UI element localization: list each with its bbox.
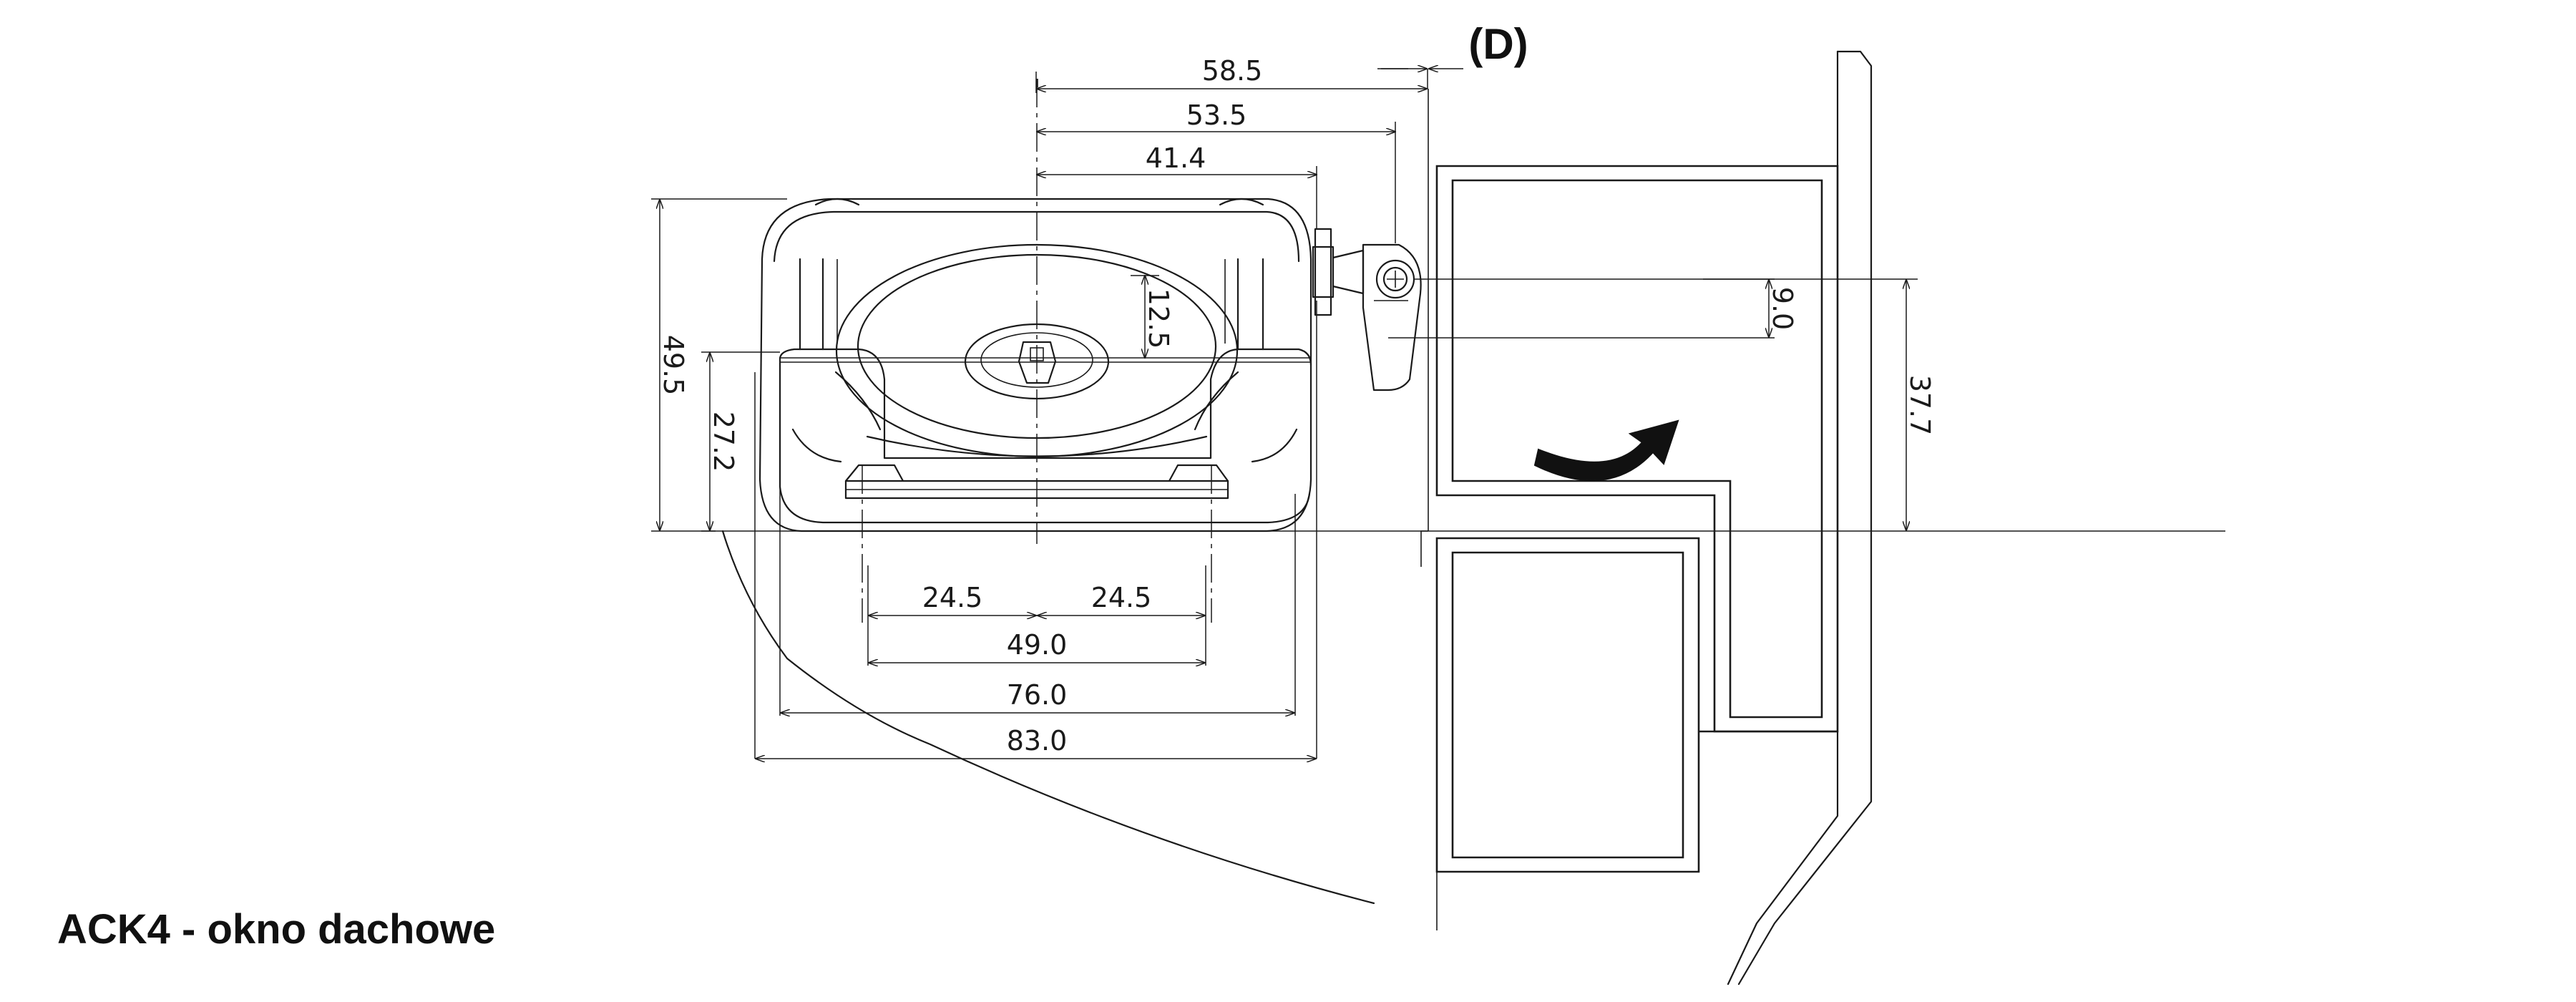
sensor-housing — [758, 198, 1312, 532]
dim-9-0: 9.0 — [1767, 287, 1798, 330]
dim-12-5: 12.5 — [1143, 288, 1174, 349]
centre-lines — [651, 79, 2225, 623]
dim-41-4: 41.4 — [1146, 142, 1206, 174]
dim-24-5-right: 24.5 — [1091, 582, 1152, 613]
dim-83-0: 83.0 — [1007, 725, 1068, 757]
dim-27-2: 27.2 — [708, 412, 739, 472]
dimension-lines — [660, 69, 1906, 759]
dim-24-5-left: 24.5 — [922, 582, 983, 613]
dim-58-5: 58.5 — [1202, 55, 1263, 87]
dim-53-5: 53.5 — [1186, 99, 1247, 131]
hinge-bracket — [1312, 228, 1422, 391]
dim-37-7: 37.7 — [1904, 375, 1936, 436]
dim-49-5: 49.5 — [658, 335, 689, 396]
window-frame-profile — [1420, 50, 1873, 986]
dim-49-0: 49.0 — [1007, 629, 1068, 661]
dim-76-0: 76.0 — [1007, 679, 1068, 711]
cable-line — [721, 530, 1375, 905]
rotation-arrow-icon — [1533, 419, 1679, 482]
callout-label: (D) — [1468, 20, 1528, 68]
drawing-title: ACK4 - okno dachowe — [57, 906, 495, 953]
